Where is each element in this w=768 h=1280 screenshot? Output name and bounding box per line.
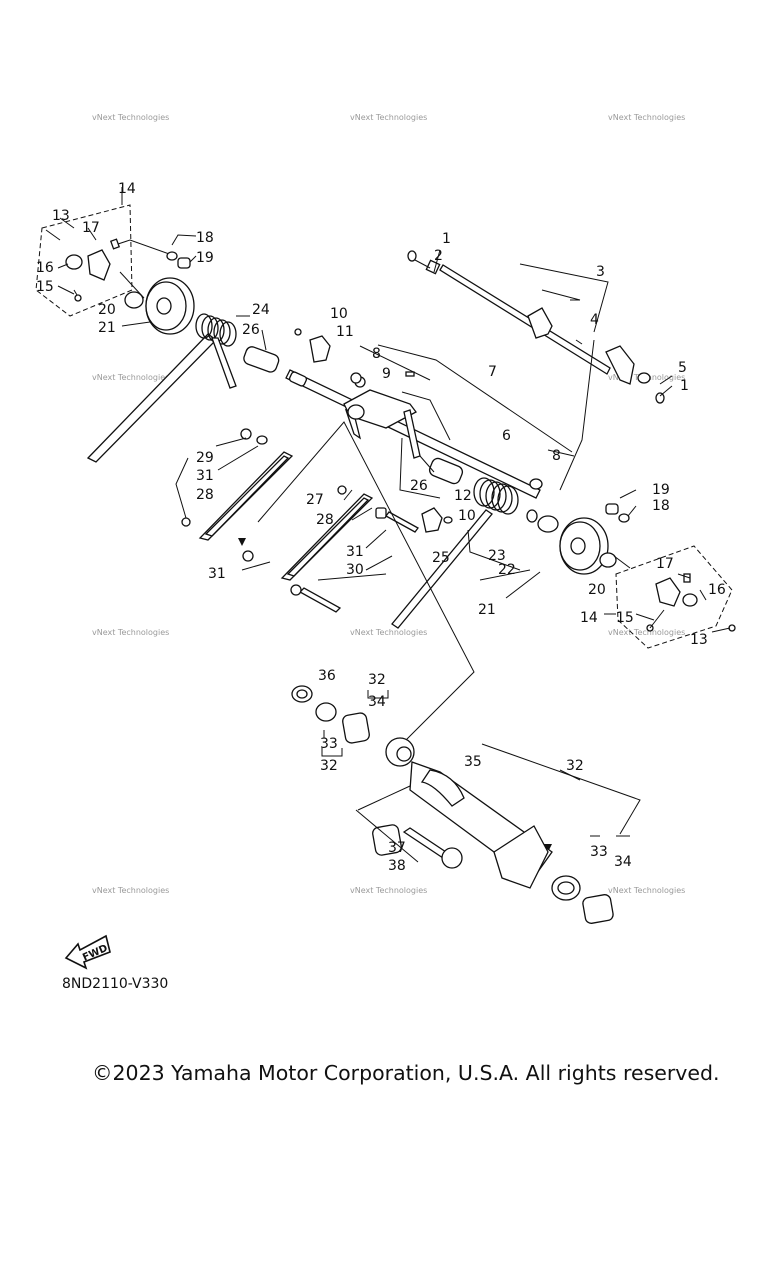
part-label: 16 [708, 582, 726, 598]
right-bracket-group [615, 545, 736, 649]
idler-wheel-right [537, 515, 617, 575]
part-label: 37 [388, 840, 406, 856]
part-label: 14 [580, 610, 598, 626]
watermark: vNext Technologies [608, 113, 685, 122]
part-label: 19 [196, 250, 214, 266]
part-label: 31 [346, 544, 364, 560]
watermark: vNext Technologies [350, 113, 427, 122]
collar-11 [294, 328, 331, 363]
part-label: 26 [242, 322, 260, 338]
part-label: 10 [330, 306, 348, 322]
part-label: 31 [208, 566, 226, 582]
washer-collar-left [166, 234, 197, 269]
diagram-code: 8ND2110-V330 [62, 976, 169, 992]
part-label: 32 [566, 758, 584, 774]
part-labels: 14 13 17 16 15 18 19 20 21 24 26 10 11 1… [36, 181, 726, 874]
left-link-assembly [181, 428, 294, 562]
marker-triangle [544, 844, 552, 852]
part-label: 31 [196, 468, 214, 484]
part-label: 5 [678, 360, 687, 376]
marker-triangle [238, 538, 246, 546]
shock-absorber [291, 685, 641, 924]
part-label: 13 [690, 632, 708, 648]
part-label: 16 [36, 260, 54, 276]
part-label: 22 [498, 562, 516, 578]
part-label: 15 [616, 610, 634, 626]
left-bracket-group [35, 187, 173, 317]
part-label: 20 [98, 302, 116, 318]
part-label: 17 [82, 220, 100, 236]
part-label: 10 [458, 508, 476, 524]
part-label: 18 [196, 230, 214, 246]
group-outline-14-left [35, 204, 133, 317]
leader-lines [175, 249, 731, 743]
part-label: 24 [252, 302, 270, 318]
part-label: 18 [652, 498, 670, 514]
torsion-spring-right [391, 477, 538, 629]
watermark: vNext Technologies [92, 113, 169, 122]
bushing-upper [243, 329, 280, 373]
center-arm [343, 371, 421, 459]
washer-collar-right [605, 503, 630, 523]
watermark: vNext Technologies [92, 886, 169, 895]
torsion-spring-left [195, 313, 250, 389]
bushing-lower [350, 372, 543, 490]
part-label: 28 [316, 512, 334, 528]
part-label: 20 [588, 582, 606, 598]
collar-12 [421, 507, 453, 533]
part-label: 34 [614, 854, 632, 870]
part-label: 15 [36, 279, 54, 295]
part-label: 32 [368, 672, 386, 688]
part-label: 4 [590, 312, 599, 328]
part-label: 28 [196, 487, 214, 503]
part-label: 21 [478, 602, 496, 618]
watermark: vNext Technologies [350, 628, 427, 637]
part-label: 9 [382, 366, 391, 382]
part-label: 23 [488, 548, 506, 564]
spring-rod-left [86, 333, 217, 463]
part-label: 8 [372, 346, 381, 362]
watermark: vNext Technologies [92, 628, 169, 637]
group-outline-14-right [615, 545, 733, 649]
part-label: 33 [320, 736, 338, 752]
idler-wheel-left [121, 277, 195, 335]
part-label: 17 [656, 556, 674, 572]
copyright-notice: ©2023 Yamaha Motor Corporation, U.S.A. A… [92, 1061, 720, 1085]
part-label: 29 [196, 450, 214, 466]
part-label: 2 [434, 248, 443, 264]
fwd-arrow-icon: FWD [64, 934, 111, 970]
part-label: 34 [368, 694, 386, 710]
part-label: 1 [442, 231, 451, 247]
watermark: vNext Technologies [608, 628, 685, 637]
watermark: vNext Technologies [350, 886, 427, 895]
part-label: 32 [320, 758, 338, 774]
watermarks: vNext Technologies vNext Technologies vN… [92, 113, 685, 895]
part-label: 19 [652, 482, 670, 498]
part-label: 26 [410, 478, 428, 494]
watermark: vNext Technologies [92, 373, 169, 382]
part-label: 36 [318, 668, 336, 684]
part-label: 14 [118, 181, 136, 197]
watermark: vNext Technologies [608, 886, 685, 895]
part-label: 30 [346, 562, 364, 578]
part-label: 1 [680, 378, 689, 394]
part-label: 35 [464, 754, 482, 770]
part-label: 7 [488, 364, 497, 380]
part-label: 25 [432, 550, 450, 566]
upper-rod-assembly [407, 250, 665, 404]
part-label: 6 [502, 428, 511, 444]
part-label: 38 [388, 858, 406, 874]
part-label: 3 [596, 264, 605, 280]
part-label: 33 [590, 844, 608, 860]
part-label: 27 [306, 492, 324, 508]
bracket-part [45, 229, 121, 302]
part-label: 12 [454, 488, 472, 504]
part-label: 21 [98, 320, 116, 336]
part-label: 8 [552, 448, 561, 464]
part-label: 11 [336, 324, 354, 340]
bracket-lines [321, 690, 630, 837]
part-label: 13 [52, 208, 70, 224]
center-link-assembly [280, 485, 419, 613]
